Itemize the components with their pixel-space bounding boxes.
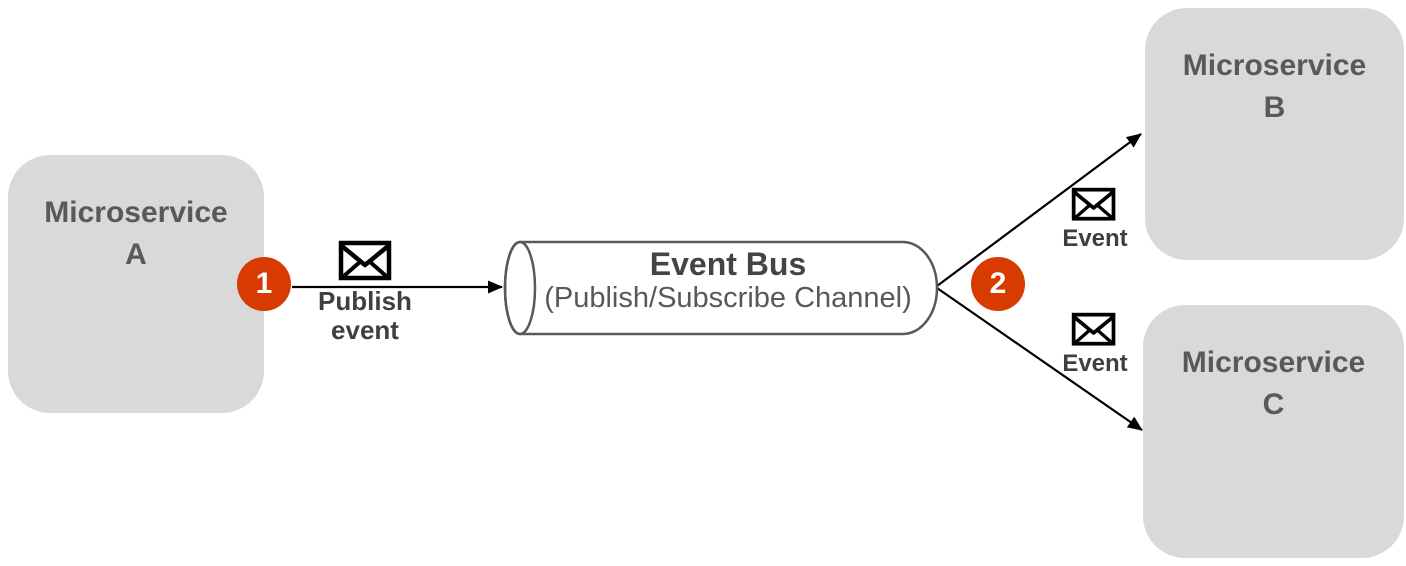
envelope-icon [1071,312,1116,346]
node-microservice-b-label: Microservice [1182,49,1367,82]
arrow-bus-to-b [936,133,1142,287]
event-bus-cylinder [503,240,939,336]
node-microservice-b: Microservice B [1145,8,1404,260]
step-badge-2: 2 [971,257,1025,311]
node-microservice-c: Microservice C [1143,305,1404,558]
node-microservice-a-letter: A [125,238,147,271]
event-label-to-b: Event [1062,225,1128,252]
node-microservice-a-label: Microservice [44,196,228,229]
node-microservice-b-letter: B [1263,91,1286,124]
node-microservice-c-letter: C [1262,388,1285,421]
node-microservice-c-label: Microservice [1181,346,1366,379]
envelope-icon [341,243,389,278]
event-label-to-c: Event [1062,350,1128,377]
publish-event-label: Publish event [318,286,412,345]
event-bus-subtitle: (Publish/Subscribe Channel) [544,282,912,314]
event-bus-title: Event Bus [649,246,807,282]
arrow-bus-to-c [936,287,1143,431]
envelope-icon [1071,187,1116,221]
event-bus-label: Event Bus (Publish/Subscribe Channel) [528,246,928,315]
step-badge-1: 1 [237,257,291,311]
node-microservice-a: Microservice A [8,155,264,413]
